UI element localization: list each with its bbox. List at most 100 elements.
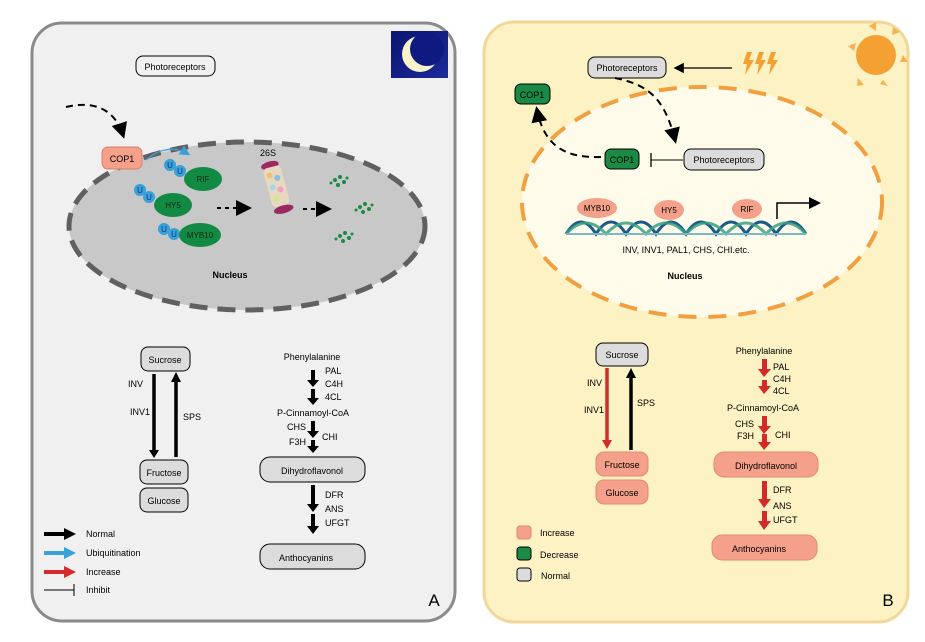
chs-arrows-b — [758, 416, 771, 450]
photoreceptors-top-label: Photoreceptors — [596, 63, 658, 73]
inv-label-b: INV — [587, 378, 602, 388]
photoreceptors-nucleus-label: Photoreceptors — [693, 155, 755, 165]
panel-b-label: B — [882, 591, 893, 610]
svg-text:Normal: Normal — [541, 571, 570, 581]
legend-b-normal: Normal — [516, 567, 570, 582]
dna-helix — [564, 220, 808, 237]
sucrose-box-b — [595, 342, 649, 367]
svg-text:Increase: Increase — [540, 528, 575, 538]
tf-myb10: MYB10 — [577, 198, 617, 218]
svg-text:U: U — [167, 161, 173, 170]
sps-label-b: SPS — [637, 398, 655, 408]
svg-text:U: U — [146, 193, 152, 202]
svg-text:U: U — [171, 230, 177, 239]
legend-inhibit: Inhibit — [44, 584, 111, 596]
tf-rif: RIF — [732, 199, 762, 219]
glucose-box — [139, 487, 189, 513]
sucrose-box — [140, 346, 191, 372]
proteasome-icon — [261, 160, 294, 214]
nucleus-a — [66, 139, 428, 313]
cop1-label: COP1 — [110, 154, 135, 164]
cop1-entry-arrow — [65, 103, 127, 139]
target-genes-label: INV, INV1, PAL1, CHS, CHI.etc. — [622, 245, 749, 255]
moon-icon — [391, 31, 448, 78]
glucose-label-b: Glucose — [605, 488, 638, 498]
cop1-export-arrow — [531, 106, 602, 159]
ufgt-label-b: UFGT — [773, 515, 798, 525]
inv1-label: INV1 — [130, 407, 150, 417]
legend-b-decrease: Decrease — [516, 546, 579, 561]
4cl-label-b: 4CL — [773, 386, 790, 396]
cinnamoyl-label: P-Cinnamoyl-CoA — [277, 408, 349, 418]
fructose-label-b: Fructose — [604, 460, 639, 470]
anthocyanins-box-b — [711, 534, 818, 561]
svg-text:Inhibit: Inhibit — [86, 585, 111, 595]
inv1-label-b: INV1 — [584, 405, 604, 415]
cop1-out-label: COP1 — [520, 90, 545, 100]
dfr-label: DFR — [325, 490, 344, 500]
sun-icon — [848, 22, 908, 86]
dihydroflavonol-box-b — [713, 451, 819, 478]
legend-b-increase: Increase — [516, 525, 575, 540]
svg-text:U: U — [161, 225, 167, 234]
nucleus-b — [520, 85, 884, 319]
anthocyanins-label: Anthocyanins — [279, 553, 334, 563]
chs-label: CHS — [287, 422, 306, 432]
svg-text:Increase: Increase — [86, 567, 121, 577]
glucose-label: Glucose — [147, 496, 180, 506]
legend-normal: Normal — [44, 528, 115, 540]
light-icon — [743, 52, 778, 75]
svg-text:RIF: RIF — [197, 175, 210, 184]
nucleus-label-b: Nucleus — [667, 271, 702, 281]
legend-b: Increase Decrease Normal — [516, 525, 579, 582]
sucrose-label-b: Sucrose — [605, 350, 638, 360]
myb10-protein: U U MYB10 — [158, 223, 221, 247]
cop1-in-box — [604, 148, 640, 170]
cinnamoyl-label-b: P-Cinnamoyl-CoA — [727, 403, 799, 413]
f3h-label-b: F3H — [737, 431, 754, 441]
ans-label: ANS — [325, 504, 344, 514]
pal-arrows — [307, 370, 319, 405]
cop1-out-box — [514, 83, 551, 105]
svg-text:RIF: RIF — [741, 205, 754, 214]
ubiquitination-arrow — [145, 145, 191, 161]
fructose-box — [139, 459, 189, 485]
fructose-box-b — [595, 451, 649, 477]
photoreceptors-top-box — [587, 56, 667, 79]
inv-label: INV — [128, 379, 143, 389]
dfr-label-b: DFR — [773, 485, 792, 495]
svg-text:MYB10: MYB10 — [187, 231, 214, 240]
phenylalanine-label-b: Phenylalanine — [736, 346, 793, 356]
sucrose-label: Sucrose — [148, 355, 181, 365]
chs-arrows — [307, 421, 319, 453]
dfr-arrows-b — [758, 481, 771, 530]
svg-text:HY5: HY5 — [661, 206, 677, 215]
phenylalanine-label: Phenylalanine — [284, 352, 341, 362]
chi-label-b: CHI — [775, 430, 791, 440]
tf-hy5: HY5 — [654, 200, 684, 220]
svg-text:Normal: Normal — [86, 529, 115, 539]
ans-label-b: ANS — [773, 501, 792, 511]
chs-label-b: CHS — [735, 419, 754, 429]
fructose-label: Fructose — [146, 468, 181, 478]
c4h-label-b: C4H — [773, 374, 791, 384]
legend-a: Normal Ubiquitination Increase Inhibit — [44, 528, 141, 596]
chi-label: CHI — [322, 432, 338, 442]
pal-arrows-b — [758, 359, 771, 394]
cop1-in-label: COP1 — [610, 155, 635, 165]
photoreceptors-box — [135, 55, 216, 77]
panel-a: Photoreceptors Nucleus COP1 U U RIF U U … — [30, 21, 457, 623]
rif-protein: U U RIF — [164, 159, 222, 191]
ufgt-label: UFGT — [325, 518, 350, 528]
c4h-label: C4H — [325, 379, 343, 389]
svg-text:U: U — [137, 186, 143, 195]
pal-label: PAL — [325, 366, 341, 376]
svg-text:Decrease: Decrease — [540, 550, 579, 560]
transcription-start-arrow — [776, 197, 821, 219]
legend-increase: Increase — [44, 566, 121, 578]
svg-text:HY5: HY5 — [165, 201, 181, 210]
glucose-box-b — [595, 479, 649, 505]
dfr-arrows — [307, 485, 319, 534]
anthocyanins-box — [259, 543, 366, 570]
